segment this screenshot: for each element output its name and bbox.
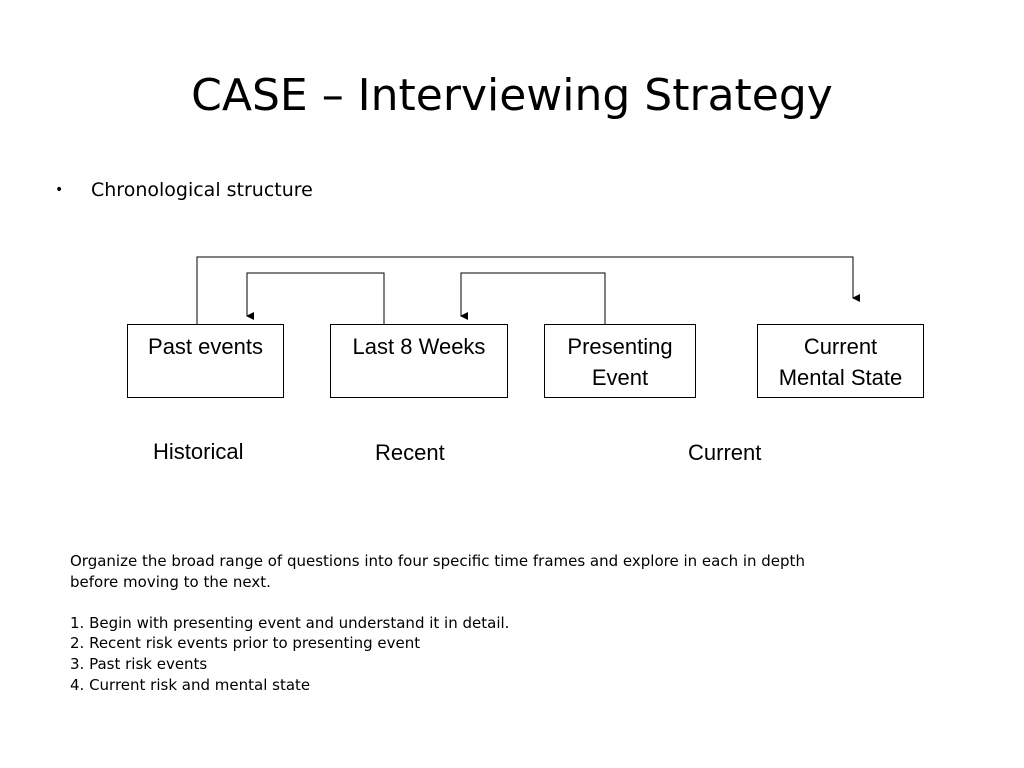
description-intro: Organize the broad range of questions in… [70, 552, 805, 591]
box-presenting-event-line2: Event [591, 365, 649, 390]
box-current-mental-state-line2: Mental State [778, 365, 903, 390]
box-last-8-weeks: Last 8 Weeks [330, 324, 508, 398]
box-current-mental-state: Current Mental State [757, 324, 924, 398]
description-step-4: 4. Current risk and mental state [70, 675, 311, 694]
bullet-item: • Chronological structure [55, 176, 313, 204]
box-current-mental-state-line1: Current [803, 334, 878, 359]
timeframe-recent: Recent [375, 440, 445, 465]
description-step-3: 3. Past risk events [70, 654, 208, 673]
slide-title: CASE – Interviewing Strategy [191, 70, 833, 121]
box-presenting-event-line1: Presenting [567, 334, 673, 359]
description-step-2: 2. Recent risk events prior to presentin… [70, 634, 421, 653]
box-past-events-label: Past events [148, 334, 263, 359]
connector-presenting-to-recent [460, 272, 606, 325]
description-step-1: 1. Begin with presenting event and under… [70, 613, 510, 632]
box-last-8-weeks-label: Last 8 Weeks [352, 334, 486, 359]
bullet-text: Chronological structure [91, 179, 313, 201]
connector-past-to-current [196, 256, 860, 325]
bullet-dot-icon: • [55, 182, 64, 198]
description-block: Organize the broad range of questions in… [70, 551, 850, 695]
description-spacer [70, 592, 850, 613]
timeframe-historical: Historical [153, 439, 244, 464]
box-past-events: Past events [127, 324, 284, 398]
timeframe-current: Current [688, 440, 762, 465]
box-presenting-event: Presenting Event [544, 324, 696, 398]
connector-recent-to-past [246, 272, 385, 325]
